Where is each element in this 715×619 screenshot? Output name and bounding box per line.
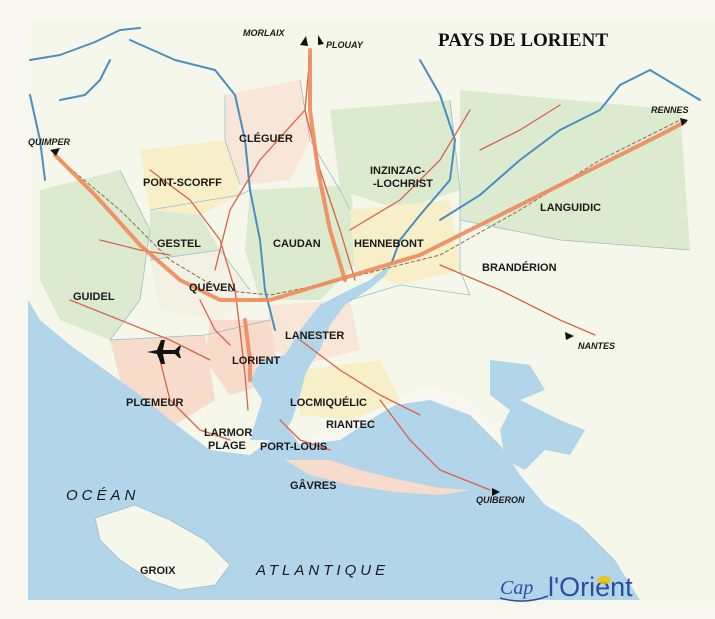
zone-pont-scorff xyxy=(140,140,240,215)
arrowhead-icon-plouay xyxy=(318,35,324,45)
place-riantec: RIANTEC xyxy=(326,419,375,431)
place-larmor-line1: LARMOR xyxy=(204,427,252,439)
place-ploemeur: PLŒMEUR xyxy=(126,397,184,409)
place-pont-scorff: PONT-SCORFF xyxy=(143,177,222,189)
place-groix: GROIX xyxy=(140,565,176,577)
place-cleguer: CLÉGUER xyxy=(239,132,293,145)
gavres-peninsula xyxy=(285,460,470,495)
zone-queven xyxy=(150,250,250,320)
place-locmiquelic: LOCMIQUÉLIC xyxy=(290,396,367,409)
place-lanester: LANESTER xyxy=(285,330,344,342)
place-guidel: GUIDEL xyxy=(73,291,115,303)
zone-branderion xyxy=(460,230,600,300)
main-roads xyxy=(53,48,687,382)
sea-area xyxy=(28,300,640,600)
map-title: PAYS DE LORIENT xyxy=(438,30,608,51)
place-inzinzac-line1: INZINZAC- xyxy=(370,165,425,177)
airplane-icon xyxy=(147,340,181,364)
dest-plouay: PLOUAY xyxy=(326,40,364,50)
dest-quiberon: QUIBERON xyxy=(476,495,525,505)
place-gestel: GESTEL xyxy=(157,238,201,250)
arrowhead-icon-morlaix xyxy=(300,36,308,46)
logo-orient-text: l'Orient xyxy=(548,572,633,602)
groix-island xyxy=(94,504,231,591)
dest-quimper: QUIMPER xyxy=(28,137,71,147)
place-port-louis: PORT-LOUIS xyxy=(260,441,327,453)
arrowhead-icon-nantes xyxy=(565,332,574,340)
dest-morlaix: MORLAIX xyxy=(243,28,285,38)
place-branderion: BRANDÉRION xyxy=(482,261,557,274)
destination-labels: MORLAIX PLOUAY QUIMPER RENNES NANTES QUI… xyxy=(28,28,689,505)
place-gavres: GÂVRES xyxy=(290,479,336,492)
dest-nantes: NANTES xyxy=(578,341,615,351)
zone-hennebont xyxy=(350,200,460,285)
zone-inzinzac xyxy=(330,100,460,210)
arrowhead-icon-quimper xyxy=(50,148,60,156)
place-languidic: LANGUIDIC xyxy=(540,202,601,214)
arrowhead-icon-quiberon xyxy=(492,488,500,496)
logo-swoosh xyxy=(499,595,549,602)
zone-languidic xyxy=(460,90,690,250)
logo-cap-text: Cap xyxy=(500,577,533,599)
place-lorient: LORIENT xyxy=(232,355,281,367)
zone-caudan xyxy=(245,185,360,300)
place-caudan: CAUDAN xyxy=(273,238,321,250)
zone-riantec xyxy=(300,360,400,420)
sea-label-ocean: OCÉAN xyxy=(66,487,139,504)
place-queven: QUÉVEN xyxy=(189,281,236,294)
ria-etel xyxy=(490,360,585,470)
sea-label-atlantique: ATLANTIQUE xyxy=(255,562,389,579)
logo-sun-accent xyxy=(597,576,611,584)
estuary xyxy=(250,262,392,440)
place-inzinzac-line2: -LOCHRIST xyxy=(373,178,433,190)
place-hennebont: HENNEBONT xyxy=(354,238,424,250)
rivers xyxy=(29,27,701,331)
cap-lorient-logo: Cap l'Orient xyxy=(499,572,633,602)
place-labels: CLÉGUER PONT-SCORFF INZINZAC- -LOCHRIST … xyxy=(73,132,601,577)
arrowhead-icon-rennes xyxy=(680,118,688,126)
place-larmor-line2: PLAGE xyxy=(208,440,246,452)
direction-arrows xyxy=(50,35,688,496)
dest-rennes: RENNES xyxy=(651,105,689,115)
